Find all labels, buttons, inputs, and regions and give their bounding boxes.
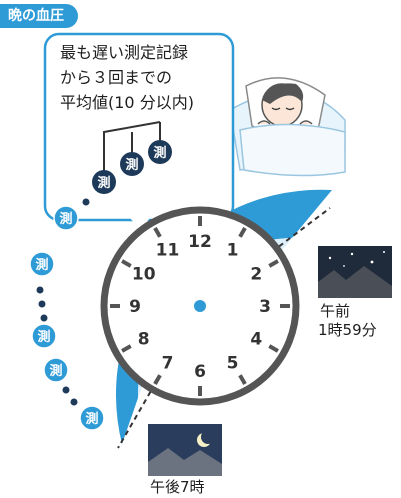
marker-dark-1: 測 [92,170,116,194]
clock-number: 7 [162,353,174,373]
callout-line-1: 最も遅い測定記録 [60,43,189,62]
clock-number: 2 [250,265,262,285]
clock-number: 4 [250,330,262,350]
clock-number: 1 [227,241,239,261]
svg-text:測: 測 [35,257,48,273]
clock-ticks [110,216,290,396]
clock-number: 3 [259,297,271,317]
clock-tick [238,374,247,385]
clock-tick [121,259,132,268]
marker-light-1: 測 [53,205,79,231]
measurement-dots [36,198,90,406]
marker-dark-3: 測 [148,140,172,164]
marker-light-4: 測 [43,357,69,383]
svg-text:測: 測 [125,157,138,173]
end-caption-line-2: 1時59分 [318,321,377,339]
clock-number: 10 [132,265,156,285]
callout-line-3: 平均値(10 分以内) [60,93,194,112]
end-caption-line-1: 午前 [320,302,351,320]
clock-number: 5 [227,353,239,373]
evening-bp-badge: 晩の血圧 [0,4,78,28]
callout-line-2: から３回までの [60,68,173,87]
svg-text:測: 測 [153,145,166,161]
svg-text:測: 測 [37,329,50,345]
svg-text:測: 測 [49,363,62,379]
moon-icon [148,424,222,476]
clock-tick [268,344,279,353]
clock-tick [153,227,162,238]
svg-text:測: 測 [59,211,72,227]
marker-light-5: 測 [79,405,105,431]
sleeping-person-icon [229,77,346,177]
callout-pointer [130,218,150,230]
clock-tick [121,344,132,353]
clock-tick [153,374,162,385]
clock-number: 12 [188,232,212,252]
marker-light-3: 測 [31,323,57,349]
clock-tick [268,259,279,268]
clock-number: 9 [129,297,141,317]
clock-tick [238,227,247,238]
clock-number: 11 [156,241,180,261]
clock-number: 6 [194,362,206,382]
marker-dark-2: 測 [120,152,144,176]
svg-text:測: 測 [97,175,110,191]
svg-text:測: 測 [85,411,98,427]
clock-center [194,300,206,312]
start-caption: 午後7時 [150,478,205,496]
starry-sky-icon [318,246,392,298]
clock-number: 8 [138,330,150,350]
marker-light-2: 測 [29,251,55,277]
